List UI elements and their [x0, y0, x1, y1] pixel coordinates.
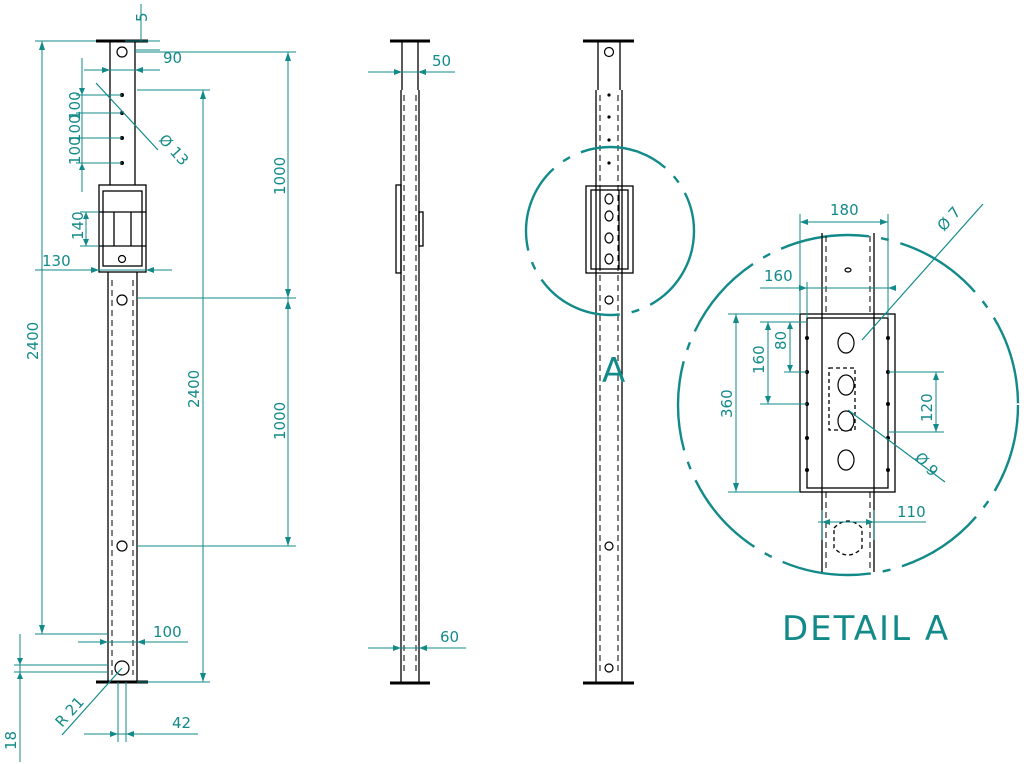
detail-label-a: A — [602, 351, 627, 391]
dim-120: 120 — [918, 393, 936, 422]
dim-100-a: 100 — [66, 91, 84, 120]
dim-60: 60 — [440, 628, 459, 646]
front-view — [96, 39, 148, 684]
hole-icon — [116, 540, 128, 552]
detail-circle-a — [524, 145, 696, 317]
dim-2400-outer: 2400 — [24, 322, 42, 360]
dim-42: 42 — [172, 714, 191, 732]
dim-90: 90 — [163, 49, 182, 67]
side-view — [390, 39, 430, 685]
dim-130: 130 — [42, 252, 71, 270]
top-hole-icon — [116, 46, 128, 58]
dim-360: 360 — [718, 389, 736, 418]
dim-phi-13: Ø 13 — [155, 131, 192, 170]
dim-2400-inner: 2400 — [185, 370, 203, 408]
dim-180: 180 — [830, 201, 859, 219]
dim-100-b: 100 — [66, 114, 84, 143]
clamp-block — [98, 184, 147, 273]
dim-140: 140 — [69, 211, 87, 240]
detail-title: DETAIL A — [782, 609, 950, 649]
dim-1000-top: 1000 — [271, 157, 289, 195]
dim-phi-9: Ø 9 — [911, 449, 942, 480]
side-dimensions: 50 60 — [368, 52, 466, 651]
hole-icon — [117, 254, 127, 264]
detail-clamp-plate — [799, 313, 896, 493]
detail-circle-large — [676, 233, 1020, 577]
dim-80: 80 — [772, 331, 790, 350]
detail-dimensions: 180 160 Ø 7 360 160 80 120 — [718, 201, 984, 649]
dim-1000-mid: 1000 — [271, 402, 289, 440]
front-dimensions: 5 90 2400 2400 1000 1000 — [2, 4, 296, 762]
detail-a-view — [676, 233, 1020, 577]
dim-160-top: 160 — [764, 267, 793, 285]
hole-icon — [116, 294, 128, 306]
dim-5: 5 — [133, 12, 151, 22]
dim-110: 110 — [897, 503, 926, 521]
dim-50: 50 — [432, 52, 451, 70]
dim-160-side: 160 — [750, 345, 768, 374]
dim-100-c: 100 — [66, 136, 84, 165]
dim-100-bottom: 100 — [153, 623, 182, 641]
dim-18: 18 — [2, 731, 20, 750]
rear-view: A — [524, 39, 696, 685]
